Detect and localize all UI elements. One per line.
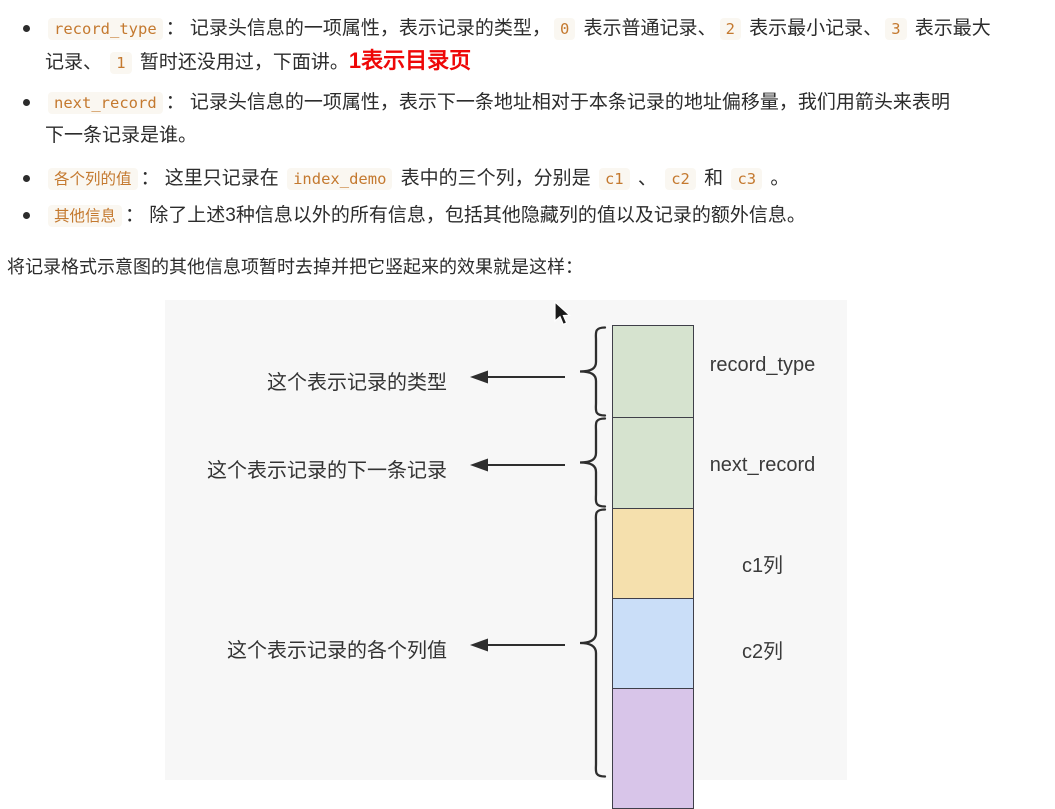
bullet-record-type-line1: record_type： 记录头信息的一项属性，表示记录的类型，0 表示普通记录… xyxy=(23,16,991,42)
inline-code: next_record xyxy=(48,92,163,114)
left-arrow-icon xyxy=(470,370,565,384)
bullet-column-values: 各个列的值： 这里只记录在 index_demo 表中的三个列，分别是 c1 、… xyxy=(23,166,790,192)
bullet-dot xyxy=(23,25,30,32)
text-segment: 表示最小记录、 xyxy=(743,18,883,39)
text-segment: 下一条记录是谁。 xyxy=(45,125,198,146)
article-page: { "content": { "bullets": [ { "lines": [… xyxy=(7,16,991,809)
bullet-dot xyxy=(23,99,30,106)
bullet-dot xyxy=(23,212,30,219)
inline-code: record_type xyxy=(48,18,163,40)
text-segment: 表示普通记录、 xyxy=(578,18,717,39)
bullet-text: next_record： 记录头信息的一项属性，表示下一条地址相对于本条记录的地… xyxy=(45,92,950,114)
text-segment: ： 记录头信息的一项属性，表示下一条地址相对于本条记录的地址偏移量，我们用箭头来… xyxy=(165,92,950,113)
inline-code: c1 xyxy=(598,168,630,190)
text-segment: 记录、 xyxy=(45,52,108,73)
inline-code: 2 xyxy=(719,18,741,40)
bullet-text: 其他信息： 除了上述3种信息以外的所有信息，包括其他隐藏列的值以及记录的额外信息… xyxy=(45,205,806,227)
c1-column-box xyxy=(613,508,693,598)
bullet-text: 记录、 1 暂时还没用过，下面讲。1表示目录页 xyxy=(45,48,471,74)
text-segment: 暂时还没用过，下面讲。 xyxy=(134,52,349,73)
annotation-record-type: 这个表示记录的类型 xyxy=(267,372,447,394)
mouse-cursor-icon xyxy=(554,301,571,326)
label-c2-column: c2列 xyxy=(741,641,784,663)
inline-code: 1 xyxy=(110,52,132,74)
red-note: 1表示目录页 xyxy=(348,48,472,73)
next-record-box xyxy=(613,417,693,508)
inline-code: 0 xyxy=(553,18,576,40)
text-segment: 和 xyxy=(698,168,729,189)
c2-column-box xyxy=(613,598,693,688)
bullet-text: 下一条记录是谁。 xyxy=(45,125,197,146)
bullet-next-record-line2: 下一条记录是谁。 xyxy=(45,123,197,149)
record-type-box xyxy=(613,326,693,417)
text-segment: 。 xyxy=(765,168,790,189)
left-arrow-icon xyxy=(470,638,565,652)
bullet-text: 各个列的值： 这里只记录在 index_demo 表中的三个列，分别是 c1 、… xyxy=(45,168,790,190)
label-record-type: record_type xyxy=(709,354,816,376)
annotation-next-record: 这个表示记录的下一条记录 xyxy=(207,460,447,482)
bullet-next-record-line1: next_record： 记录头信息的一项属性，表示下一条地址相对于本条记录的地… xyxy=(23,90,950,116)
text-segment: ： 这里只记录在 xyxy=(140,168,285,189)
label-next-record: next_record xyxy=(709,454,816,476)
inline-code: 3 xyxy=(885,18,907,40)
bullet-other-info: 其他信息： 除了上述3种信息以外的所有信息，包括其他隐藏列的值以及记录的额外信息… xyxy=(23,203,806,229)
record-column xyxy=(612,325,694,809)
text-segment: 、 xyxy=(632,168,663,189)
bullet-text: record_type： 记录头信息的一项属性，表示记录的类型，0 表示普通记录… xyxy=(45,18,991,40)
inline-code: c3 xyxy=(731,168,763,190)
curly-brace-icon xyxy=(579,417,607,508)
text-segment: 表示最大 xyxy=(909,18,991,39)
curly-brace-icon xyxy=(579,326,607,417)
inline-code: 其他信息 xyxy=(48,205,123,227)
text-segment: 表中的三个列，分别是 xyxy=(395,168,596,189)
record-format-diagram: record_type next_record c1列 c2列 这个表示记录的类… xyxy=(165,300,847,809)
bullet-record-type-line2: 记录、 1 暂时还没用过，下面讲。1表示目录页 xyxy=(45,48,471,76)
inline-code: c2 xyxy=(665,168,696,190)
bullet-dot xyxy=(23,175,30,182)
annotation-column-values: 这个表示记录的各个列值 xyxy=(227,640,447,662)
label-c1-column: c1列 xyxy=(741,555,784,577)
text-segment: ： 除了上述3种信息以外的所有信息，包括其他隐藏列的值以及记录的额外信息。 xyxy=(125,205,806,226)
text-segment: ： 记录头信息的一项属性，表示记录的类型， xyxy=(165,18,551,39)
intro-paragraph: 将记录格式示意图的其他信息项暂时去掉并把它竖起来的效果就是这样： xyxy=(7,257,583,277)
left-arrow-icon xyxy=(470,458,565,472)
c3-column-box xyxy=(613,688,693,808)
curly-brace-icon xyxy=(579,508,607,778)
inline-code: index_demo xyxy=(287,168,393,190)
inline-code: 各个列的值 xyxy=(48,168,138,190)
